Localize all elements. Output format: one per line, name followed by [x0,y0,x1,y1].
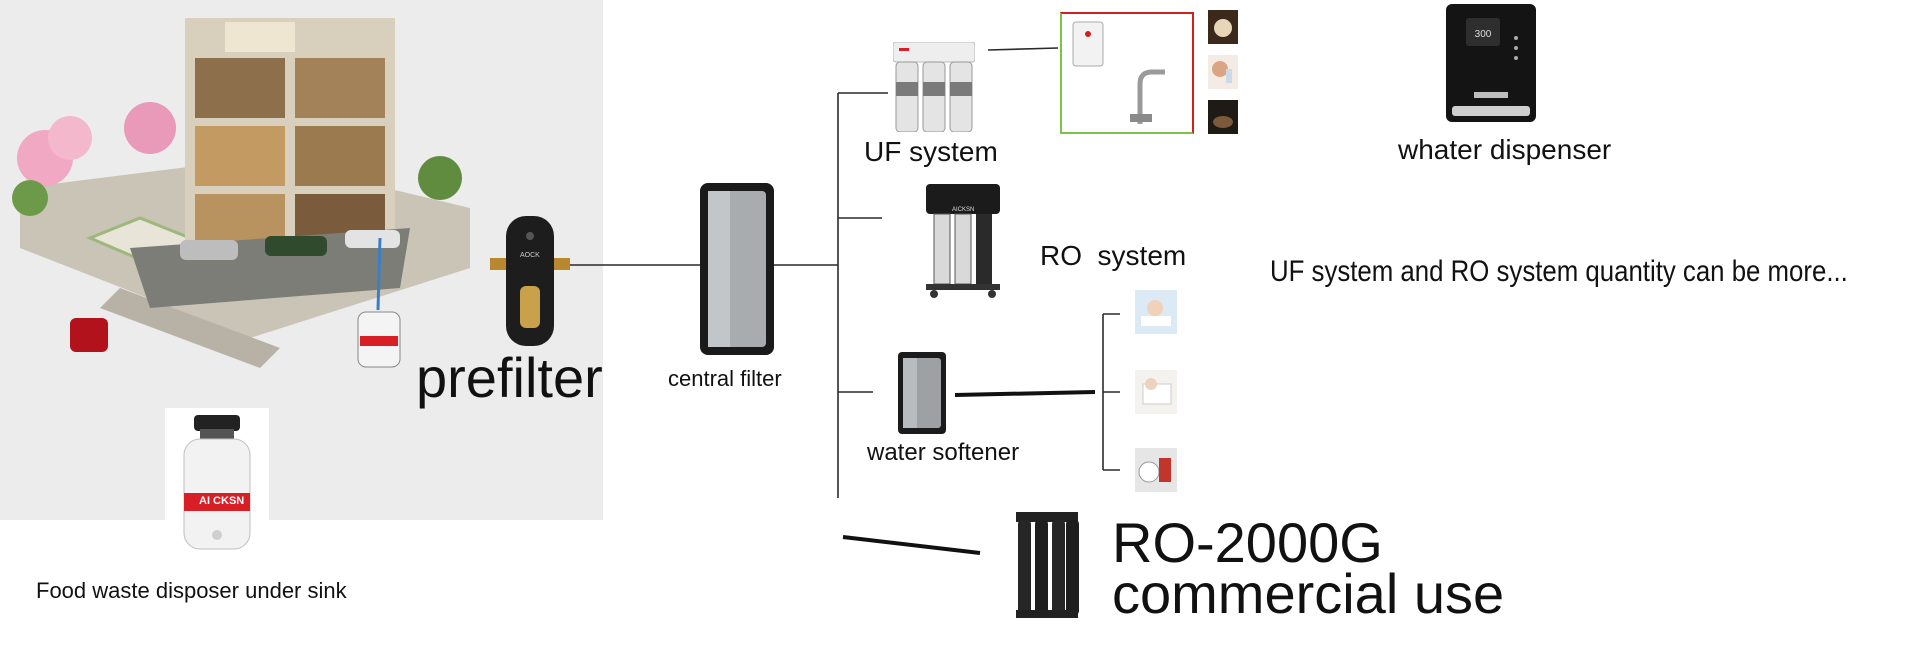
prefilter-logo: AOCK [520,252,540,259]
disposer-logo: AI CKSN [199,495,245,507]
bath-icon [1135,290,1177,334]
central-filter-label: central filter [668,366,782,391]
line-to-commercial [842,535,981,555]
svg-text:300: 300 [1475,29,1492,40]
faucet-icon [1072,21,1165,124]
ro-system-label: RO system [1040,240,1187,271]
food-waste-label: Food waste disposer under sink [36,578,347,603]
prefilter-icon [490,216,570,346]
water-softener-icon [898,352,946,434]
uf-filter-icon [893,42,975,132]
commercial-use-label: commercial use [1112,562,1505,625]
faucet-box [1060,12,1194,134]
ro-unit-icon [926,184,1000,298]
commercial-ro-icon [1016,512,1079,618]
washing-icon [1135,448,1177,492]
coffee-icon [1208,10,1238,44]
water-dispenser-icon: 300 [1446,4,1536,122]
laundry-icon [1135,370,1177,414]
drinking-icon [1208,55,1238,89]
uf-system-label: UF system [864,136,998,167]
commercial-model-label: RO-2000G [1112,511,1383,574]
food-waste-disposer-icon [183,415,251,550]
water-softener-label: water softener [867,439,1020,466]
water-dispenser-label: whater dispenser [1398,134,1612,165]
prefilter-label: prefilter [416,346,603,409]
house-illustration [12,18,470,368]
ro-logo: AICKSN [952,207,975,213]
disposer-panel [0,408,603,520]
central-filter-icon [700,183,774,355]
line-uf-faucet [987,47,1059,51]
tea-icon [1208,100,1238,134]
quantity-note: UF system and RO system quantity can be … [1270,255,1848,288]
